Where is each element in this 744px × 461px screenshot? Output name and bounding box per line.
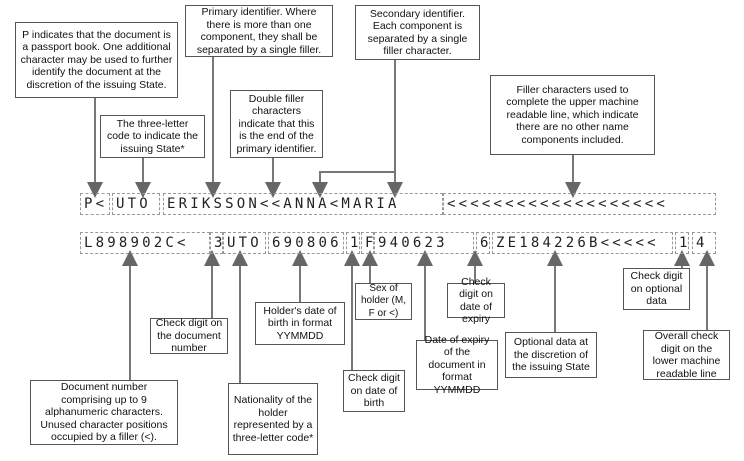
mrz-optional-check-digit: 1 xyxy=(675,232,689,254)
callout-text: Check digit on date of birth xyxy=(348,372,400,410)
callout-document-number: Document number comprising up to 9 alpha… xyxy=(30,380,178,445)
callout-date-of-birth: Holder's date of birth in format YYMMDD xyxy=(255,302,345,345)
callout-nationality: Nationality of the holder represented by… xyxy=(228,383,318,455)
callout-issuing-state: The three-letter code to indicate the is… xyxy=(100,115,205,158)
callout-dob-check-digit: Check digit on date of birth xyxy=(343,370,405,412)
mrz-overall-check-digit: 4 xyxy=(692,232,716,254)
callout-date-of-expiry: Date of expiry of the document in format… xyxy=(416,334,498,396)
callout-text: The three-letter code to indicate the is… xyxy=(106,117,199,155)
callout-text: Overall check digit on the lower machine… xyxy=(652,330,721,380)
callout-text: Nationality of the holder represented by… xyxy=(232,394,314,444)
callout-secondary-identifier: Secondary identifier. Each component is … xyxy=(355,5,480,60)
callout-text: Double filler characters indicate that t… xyxy=(236,92,317,155)
callout-optional-data: Optional data at the discretion of the i… xyxy=(505,332,597,378)
callout-text: Optional data at the discretion of the i… xyxy=(512,336,590,374)
callout-text: Sex of holder (M, F or <) xyxy=(360,282,406,319)
callout-double-filler: Double filler characters indicate that t… xyxy=(230,90,323,158)
callout-text: P indicates that the document is a passp… xyxy=(20,28,173,91)
mrz-optional-data: ZE184226B<<<<< xyxy=(492,232,673,254)
mrz-line1-issuing-state: UTO xyxy=(112,193,160,215)
callout-text: Primary identifier. Where there is more … xyxy=(196,6,322,56)
callout-text: Secondary identifier. Each component is … xyxy=(367,7,468,58)
callout-text: Document number comprising up to 9 alpha… xyxy=(40,381,168,444)
mrz-nationality: UTO xyxy=(223,232,266,254)
callout-text: Check digit on the document number xyxy=(155,317,223,355)
callout-doc-check-digit: Check digit on the document number xyxy=(150,317,228,355)
mrz-document-number: L898902C< xyxy=(80,232,210,254)
mrz-expiry-check-digit: 6 xyxy=(476,232,490,254)
callout-text: Holder's date of birth in format YYMMDD xyxy=(263,304,337,342)
callout-sex: Sex of holder (M, F or <) xyxy=(355,283,412,320)
callout-overall-check-digit: Overall check digit on the lower machine… xyxy=(643,330,730,380)
callout-expiry-check-digit: Check digit on date of expiry xyxy=(447,276,505,325)
mrz-line1-fillers: <<<<<<<<<<<<<<<<<<< xyxy=(443,193,716,215)
mrz-date-of-expiry: 940623 xyxy=(374,232,474,254)
callout-text: Filler characters used to complete the u… xyxy=(506,83,639,146)
mrz-doc-check-digit: 3 xyxy=(210,232,223,254)
mrz-line1-doc-type: P< xyxy=(80,193,110,215)
callout-document-type: P indicates that the document is a passp… xyxy=(15,22,178,98)
callout-text: Date of expiry of the document in format… xyxy=(424,333,490,396)
mrz-date-of-birth: 690806 xyxy=(268,232,344,254)
callout-text: Check digit on date of expiry xyxy=(459,275,493,326)
callout-filler-characters: Filler characters used to complete the u… xyxy=(490,75,655,155)
mrz-line1-name: ERIKSSON<<ANNA<MARIA xyxy=(163,193,443,215)
mrz-dob-check-digit: 1 xyxy=(346,232,360,254)
mrz-sex: F xyxy=(361,232,374,254)
callout-optional-check-digit: Check digit on optional data xyxy=(623,268,690,310)
callout-primary-identifier: Primary identifier. Where there is more … xyxy=(185,5,333,57)
callout-text: Check digit on optional data xyxy=(630,270,683,308)
